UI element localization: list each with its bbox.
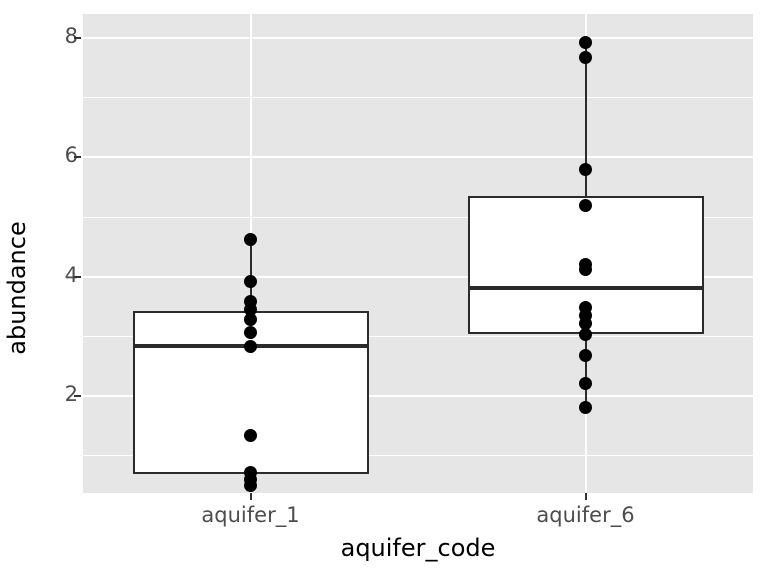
x-axis-tick-mark [249, 493, 252, 500]
x-axis-title: aquifer_code [340, 534, 496, 562]
x-axis-tick-label-aquifer-6: aquifer_6 [536, 503, 635, 527]
data-point [244, 339, 257, 353]
data-point [579, 263, 592, 277]
data-point [579, 317, 592, 331]
data-point [579, 162, 592, 176]
data-point [579, 349, 592, 363]
y-axis-tick-label-2: 2 [64, 382, 78, 407]
plot-panel [83, 14, 753, 493]
boxplot-group-aquifer-1 [83, 14, 753, 493]
x-axis-tick-label-aquifer-1: aquifer_1 [201, 503, 300, 527]
y-axis-tick-label-6: 6 [64, 143, 78, 168]
data-point [244, 232, 257, 246]
y-axis-tick-label-8: 8 [64, 23, 78, 48]
data-point [244, 302, 257, 316]
data-point [244, 326, 257, 340]
data-point [244, 313, 257, 327]
gridline-major-horizontal [83, 275, 753, 278]
y-axis-tick-mark [74, 275, 81, 278]
data-point [579, 50, 592, 64]
boxplot-group-aquifer-6 [83, 14, 753, 493]
data-point [244, 429, 257, 443]
gridline-major-horizontal [83, 36, 753, 39]
y-axis-tick-mark [74, 156, 81, 159]
median-line [467, 285, 704, 290]
data-point [579, 35, 592, 49]
x-axis-tick-mark [584, 493, 587, 500]
gridline-major-horizontal [83, 156, 753, 159]
data-point [579, 377, 592, 391]
y-axis-tick-mark [74, 395, 81, 398]
data-point [244, 479, 257, 493]
data-point [579, 401, 592, 415]
y-axis-tick-label-4: 4 [64, 262, 78, 287]
data-point [579, 198, 592, 212]
whisker-upper [584, 42, 587, 197]
gridline-minor-horizontal [83, 455, 753, 457]
data-point [244, 275, 257, 289]
gridline-minor-horizontal [83, 216, 753, 218]
data-point [579, 328, 592, 342]
whisker-upper [249, 239, 252, 311]
whisker-lower [584, 333, 587, 408]
y-axis-title-label: abundance [3, 221, 31, 355]
gridline-minor-horizontal [83, 336, 753, 338]
gridline-major-horizontal [83, 395, 753, 398]
y-axis-title: abundance [0, 0, 34, 576]
gridline-minor-horizontal [83, 97, 753, 99]
y-axis-tick-mark [74, 36, 81, 39]
